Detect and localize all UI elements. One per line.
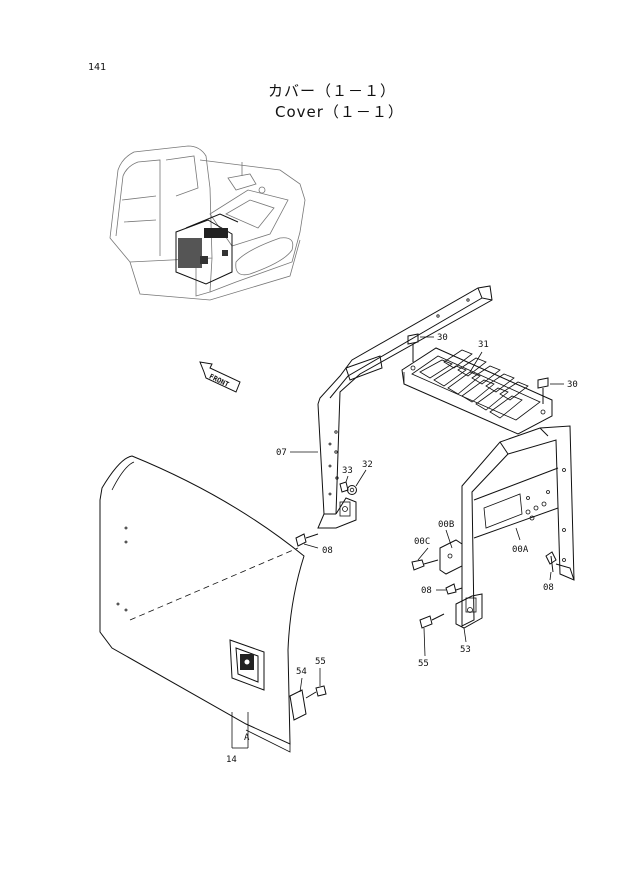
callout-14: 14 <box>226 755 237 765</box>
callout-08-right: 08 <box>543 583 554 593</box>
panel-00A <box>461 425 575 627</box>
title-english: Cover（１－１） <box>275 103 404 121</box>
callout-08-left: 08 <box>421 586 432 596</box>
hinge-bracket-53 <box>455 593 483 629</box>
callout-55-door: 55 <box>315 657 326 667</box>
callout-00C: 00C <box>414 537 430 547</box>
front-direction-arrow: FRONT <box>199 361 241 393</box>
front-label: FRONT <box>208 372 230 388</box>
callout-00B: 00B <box>438 520 454 530</box>
callout-55-mid: 55 <box>418 659 429 669</box>
hinge-bracket-00B <box>439 539 463 575</box>
bolt-30-right <box>537 377 549 415</box>
title-japanese: カバー（１－１） <box>268 82 397 100</box>
screw-55-mid <box>419 613 445 629</box>
callout-A: A <box>244 733 250 743</box>
callout-33: 33 <box>342 466 353 476</box>
callout-31: 31 <box>478 340 489 350</box>
callout-00A: 00A <box>512 545 529 555</box>
callout-54: 54 <box>296 667 307 677</box>
grille-31 <box>401 347 553 435</box>
screw-08-left <box>445 583 463 595</box>
frame-07 <box>317 285 493 529</box>
callout-53: 53 <box>460 645 471 655</box>
callout-30-top: 30 <box>437 333 448 343</box>
callout-08-frame: 08 <box>322 546 333 556</box>
side-door-14 <box>99 455 307 753</box>
washer-32 <box>347 485 357 495</box>
excavator-overview <box>109 145 306 301</box>
screw-00C <box>411 559 439 571</box>
callout-30-right: 30 <box>567 380 578 390</box>
screw-08-frame <box>295 533 319 547</box>
callout-labels: 30 31 30 07 33 32 08 00B 00C 00A 08 08 5… <box>226 333 578 765</box>
callout-32: 32 <box>362 460 373 470</box>
callout-07: 07 <box>276 448 287 458</box>
screw-08-right <box>545 551 557 573</box>
nut-33 <box>339 481 349 493</box>
bolt-30-top <box>407 333 419 371</box>
leader-lines <box>231 336 564 749</box>
screw-55-door <box>305 685 327 699</box>
page-number: 141 <box>88 62 107 73</box>
